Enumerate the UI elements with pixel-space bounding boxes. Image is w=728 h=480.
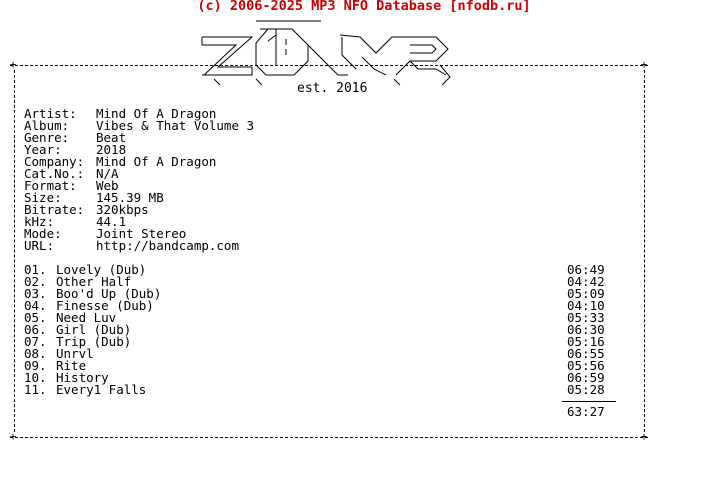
track-time: 05:09 bbox=[567, 286, 605, 301]
info-row: kHz: 44.1 bbox=[24, 214, 254, 229]
track-time: 04:42 bbox=[567, 274, 605, 289]
info-label: Format: bbox=[24, 178, 77, 193]
info-row: Year: 2018 bbox=[24, 142, 254, 157]
track-number: 08. bbox=[24, 346, 47, 361]
corner-mark: + bbox=[640, 430, 648, 443]
info-label: Mode: bbox=[24, 226, 62, 241]
total-separator bbox=[562, 401, 616, 402]
info-value: http://bandcamp.com bbox=[96, 238, 239, 253]
track-time: 05:16 bbox=[567, 334, 605, 349]
track-number: 02. bbox=[24, 274, 47, 289]
info-value: Mind Of A Dragon bbox=[96, 106, 217, 121]
track-title: Rite bbox=[56, 358, 87, 373]
bottom-border bbox=[10, 437, 648, 438]
corner-mark: + bbox=[9, 430, 17, 443]
track-title: Other Half bbox=[56, 274, 132, 289]
track-time: 06:55 bbox=[567, 346, 605, 361]
track-number: 10. bbox=[24, 370, 47, 385]
track-title: Boo'd Up (Dub) bbox=[56, 286, 162, 301]
info-row: Genre: Beat bbox=[24, 130, 254, 145]
track-title: Need Luv bbox=[56, 310, 117, 325]
track-time: 04:10 bbox=[567, 298, 605, 313]
info-value: N/A bbox=[96, 166, 119, 181]
info-row: Format: Web bbox=[24, 178, 254, 193]
info-value: Vibes & That Volume 3 bbox=[96, 118, 255, 133]
info-row: Album: Vibes & That Volume 3 bbox=[24, 118, 255, 133]
track-row: 02. Other Half 04:42 bbox=[24, 274, 614, 289]
info-label: Bitrate: bbox=[24, 202, 85, 217]
page-header: (c) 2006-2025 MP3 NFO Database [nfodb.ru… bbox=[197, 0, 531, 14]
track-number: 11. bbox=[24, 382, 47, 397]
info-value: 44.1 bbox=[96, 214, 127, 229]
info-value: Joint Stereo bbox=[96, 226, 187, 241]
track-time: 05:56 bbox=[567, 358, 605, 373]
info-label: Size: bbox=[24, 190, 62, 205]
track-row: 04. Finesse (Dub) 04:10 bbox=[24, 298, 614, 313]
release-info: Artist: Mind Of A Dragon Album: Vibes & Th… bbox=[24, 106, 255, 253]
info-value: 320kbps bbox=[96, 202, 149, 217]
track-row: 10. History 06:59 bbox=[24, 370, 614, 385]
track-number: 06. bbox=[24, 322, 47, 337]
track-row: 06. Girl (Dub) 06:30 bbox=[24, 322, 614, 337]
track-number: 03. bbox=[24, 286, 47, 301]
track-number: 09. bbox=[24, 358, 47, 373]
info-row: Company: Mind Of A Dragon bbox=[24, 154, 254, 169]
info-label: URL: bbox=[24, 238, 55, 253]
info-value: 145.39 MB bbox=[96, 190, 164, 205]
track-number: 04. bbox=[24, 298, 47, 313]
info-value: Mind Of A Dragon bbox=[96, 154, 217, 169]
info-row: Size: 145.39 MB bbox=[24, 190, 254, 205]
track-title: Unrvl bbox=[56, 346, 94, 361]
track-time: 05:33 bbox=[567, 310, 605, 325]
track-row: 11. Every1 Falls 05:28 bbox=[24, 382, 614, 397]
track-row: 03. Boo'd Up (Dub) 05:09 bbox=[24, 286, 614, 301]
info-row: URL: http://bandcamp.com bbox=[24, 238, 254, 253]
info-label: Album: bbox=[24, 118, 70, 133]
info-label: Artist: bbox=[24, 106, 77, 121]
total-time: 63:27 bbox=[567, 404, 605, 419]
top-border bbox=[10, 65, 648, 66]
info-label: Year: bbox=[24, 142, 62, 157]
info-value: Beat bbox=[96, 130, 127, 145]
info-value: Web bbox=[96, 178, 119, 193]
left-border bbox=[14, 70, 15, 432]
info-label: kHz: bbox=[24, 214, 55, 229]
track-time: 06:30 bbox=[567, 322, 605, 337]
est-label: est. 2016 bbox=[297, 81, 368, 96]
info-value: 2018 bbox=[96, 142, 127, 157]
info-label: Cat.No.: bbox=[24, 166, 85, 181]
track-row: 01. Lovely (Dub) 06:49 bbox=[24, 262, 614, 277]
track-title: Lovely (Dub) bbox=[56, 262, 147, 277]
track-title: Every1 Falls bbox=[56, 382, 147, 397]
track-title: Finesse (Dub) bbox=[56, 298, 154, 313]
track-title: Girl (Dub) bbox=[56, 322, 132, 337]
info-row: Cat.No.: N/A bbox=[24, 166, 254, 181]
track-time: 06:49 bbox=[567, 262, 605, 277]
track-number: 05. bbox=[24, 310, 47, 325]
info-row: Bitrate: 320kbps bbox=[24, 202, 254, 217]
track-row: 08. Unrvl 06:55 bbox=[24, 346, 614, 361]
info-label: Genre: bbox=[24, 130, 70, 145]
track-row: 09. Rite 05:56 bbox=[24, 358, 614, 373]
info-row: Artist: Mind Of A Dragon bbox=[24, 106, 254, 121]
info-label: Company: bbox=[24, 154, 85, 169]
right-border bbox=[644, 70, 645, 432]
track-row: 05. Need Luv 05:33 bbox=[24, 310, 614, 325]
track-title: Trip (Dub) bbox=[56, 334, 132, 349]
track-title: History bbox=[56, 370, 109, 385]
corner-mark: + bbox=[640, 58, 648, 71]
corner-mark: + bbox=[9, 58, 17, 71]
track-time: 05:28 bbox=[567, 382, 605, 397]
track-row: 07. Trip (Dub) 05:16 bbox=[24, 334, 614, 349]
track-time: 06:59 bbox=[567, 370, 605, 385]
info-row: Mode: Joint Stereo bbox=[24, 226, 254, 241]
track-number: 07. bbox=[24, 334, 47, 349]
track-number: 01. bbox=[24, 262, 47, 277]
zone-logo-icon bbox=[201, 20, 451, 85]
